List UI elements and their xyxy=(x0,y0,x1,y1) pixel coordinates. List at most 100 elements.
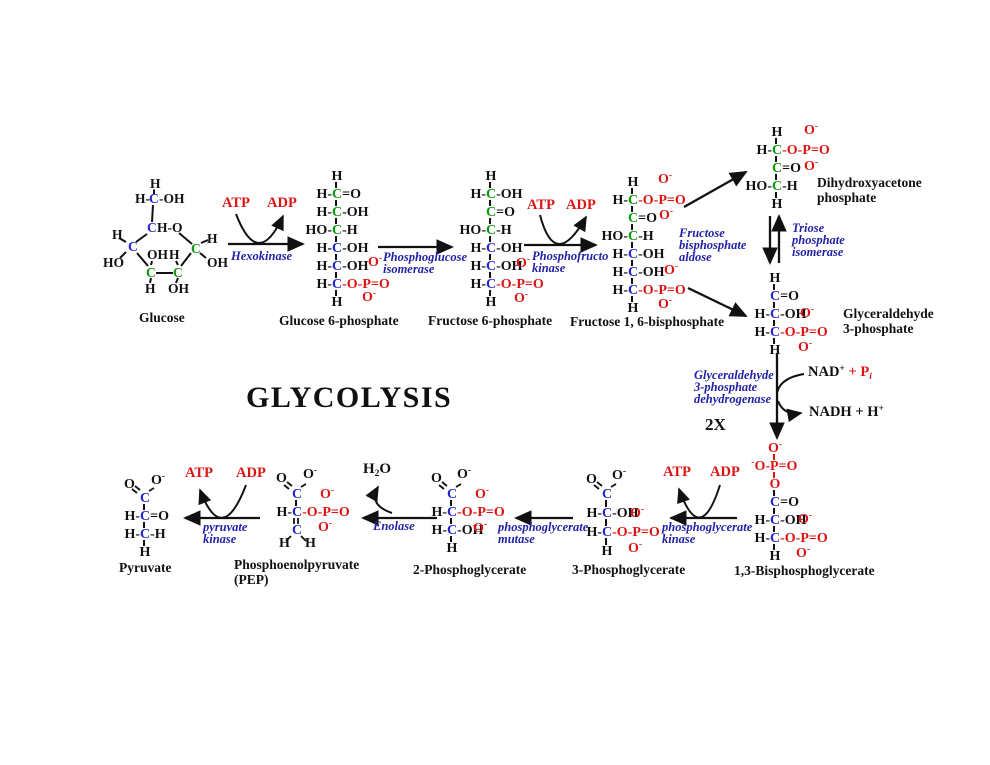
molecule-glucose-token-12: HO xyxy=(103,255,125,270)
cofactor-adp-2: ADP xyxy=(566,197,596,213)
molecule-f16bp-bond-0 xyxy=(631,188,633,194)
molecule-f6p-float-0: O- xyxy=(516,255,531,271)
molecule-bpg13-row-2: O xyxy=(769,477,781,492)
molecule-glucose-token-10: OH xyxy=(147,247,169,262)
molecule-g6p-bond-5 xyxy=(335,272,337,278)
curve-h2o-out xyxy=(365,485,393,514)
cofactor-atp-1: ATP xyxy=(222,195,250,211)
molecule-pg3-bond-0 xyxy=(605,500,607,507)
molecule-f16bp-bond-2 xyxy=(631,224,633,230)
molecule-dhap-float-1: O- xyxy=(804,158,819,174)
glucose-ring-bonds xyxy=(118,189,209,284)
molecule-f16bp-row-6: H-C-O-P=O xyxy=(612,283,686,298)
molecule-dhap-bond-1 xyxy=(775,156,777,162)
molecule-pg3-float-0: O xyxy=(586,472,597,487)
molecule-bpg13-bond-5 xyxy=(773,544,775,550)
molecule-f16bp-row-7: H xyxy=(627,301,639,316)
label-pg2: 2-Phosphoglycerate xyxy=(413,562,527,577)
molecule-f6p-bond-5 xyxy=(489,272,491,278)
curve-nadh-out xyxy=(777,400,803,423)
label-g6p: Glucose 6-phosphate xyxy=(279,313,399,328)
molecule-glucose-token-15: C xyxy=(173,265,183,280)
molecule-pg3-row-3: H xyxy=(601,544,613,559)
molecule-f16bp-row-2: C=O xyxy=(628,211,657,226)
molecule-ga3p-bond-3 xyxy=(773,338,775,344)
molecule-pg2-float-0: O xyxy=(431,471,442,486)
molecule-pep-row-0: C xyxy=(292,487,303,502)
molecule-bpg13-row-4: H-C-OH xyxy=(754,513,807,528)
molecule-pg3-float-2: O- xyxy=(630,505,645,521)
molecule-pg2-float-3: O- xyxy=(473,520,488,536)
molecule-pep-row-1: H-C-O-P=O xyxy=(276,505,350,520)
molecule-f16bp-float-3: O- xyxy=(658,296,673,312)
molecule-dhap-float-0: O- xyxy=(804,122,819,138)
molecule-pg2-row-3: H xyxy=(446,541,458,556)
molecule-dhap-row-2: C=O xyxy=(772,161,801,176)
molecule-f6p-bond-1 xyxy=(489,200,491,206)
molecule-pep-row-2: C xyxy=(292,523,303,538)
curve-adp-atp-pk xyxy=(198,484,247,519)
molecule-f6p-bond-6 xyxy=(489,290,491,296)
label-pg3: 3-Phosphoglycerate xyxy=(572,562,686,577)
molecule-pg2-row-0: C xyxy=(447,487,458,502)
molecule-glucose-token-1: H- xyxy=(135,191,150,206)
label-bpg13: 1,3-Bisphosphoglycerate xyxy=(734,563,875,578)
cofactor-atp-3: ATP xyxy=(663,464,691,480)
molecule-pg3-bond-1 xyxy=(605,519,607,526)
molecule-pg3-bond-2 xyxy=(605,538,607,545)
molecule-pg2-float-2: O- xyxy=(475,486,490,502)
molecule-pg2-float-1: O- xyxy=(457,466,472,482)
molecule-dhap-row-4: H xyxy=(771,197,783,212)
molecule-pg2-bond-1 xyxy=(450,518,452,524)
diagram-title: GLYCOLYSIS xyxy=(246,381,453,414)
molecule-f16bp-float-0: O- xyxy=(658,171,673,187)
molecule-pyruvate-row-0: C xyxy=(140,491,151,506)
molecule-pep-bond-0 xyxy=(295,500,297,506)
cofactor-atp-2: ATP xyxy=(527,197,555,213)
molecule-f6p-bond-2 xyxy=(489,218,491,224)
cofactor-adp-4: ADP xyxy=(236,465,266,481)
curve-adp-atp-pgk xyxy=(677,484,721,519)
molecule-g6p-row-4: H-C-OH xyxy=(316,241,369,256)
molecule-bpg13-float-1: O- xyxy=(796,545,811,561)
molecule-f6p-bond-0 xyxy=(489,182,491,188)
molecule-glucose-token-3: -OH xyxy=(159,191,185,206)
cofactor-atp-4: ATP xyxy=(185,465,213,481)
molecule-pyruvate-bond-0 xyxy=(143,504,145,510)
label-pep: Phosphoenolpyruvate(PEP) xyxy=(234,557,360,587)
molecule-pg3-row-1: H-C-OH xyxy=(586,506,639,521)
molecule-f16bp-float-2: O- xyxy=(664,262,679,278)
cofactor-adp-3: ADP xyxy=(710,464,740,480)
molecule-pg2-bond-0 xyxy=(450,500,452,506)
molecule-glucose-token-2: C xyxy=(149,191,159,206)
molecule-f6p-row-4: H-C-OH xyxy=(470,241,523,256)
molecule-pyruvate-float-1: O- xyxy=(151,472,166,488)
molecule-g6p-bond-3 xyxy=(335,236,337,242)
cofactor-two-x: 2X xyxy=(705,415,726,434)
cofactor-adp-1: ADP xyxy=(267,195,297,211)
molecule-g6p-row-0: H xyxy=(331,169,343,184)
molecule-glucose-token-9: C xyxy=(191,241,201,256)
molecule-glucose-token-6: H xyxy=(112,227,123,242)
molecule-bpg13-bond-1 xyxy=(773,472,775,478)
enzyme-label-hexokinase: Hexokinase xyxy=(231,249,293,263)
molecule-bpg13-float-0: O- xyxy=(798,511,813,527)
molecule-f16bp-bond-1 xyxy=(631,206,633,212)
molecule-f6p-row-6: H-C-O-P=O xyxy=(470,277,544,292)
molecule-g6p-bond-0 xyxy=(335,182,337,188)
molecule-ga3p-row-0: H xyxy=(769,271,781,286)
arrow-aldolase-to-ga3p xyxy=(687,286,748,318)
molecule-pep-float-2: O- xyxy=(320,486,335,502)
molecule-g6p-row-3: HO-C-H xyxy=(305,223,358,238)
molecule-g6p-row-2: H-C-OH xyxy=(316,205,369,220)
molecule-g6p-row-1: H-C=O xyxy=(316,187,361,202)
molecule-pyruvate-row-3: H xyxy=(139,545,151,560)
molecule-glucose-token-17: OH xyxy=(168,281,190,296)
molecule-g6p-row-7: H xyxy=(331,295,343,310)
molecule-pg2-row-1: H-C-O-P=O xyxy=(431,505,505,520)
